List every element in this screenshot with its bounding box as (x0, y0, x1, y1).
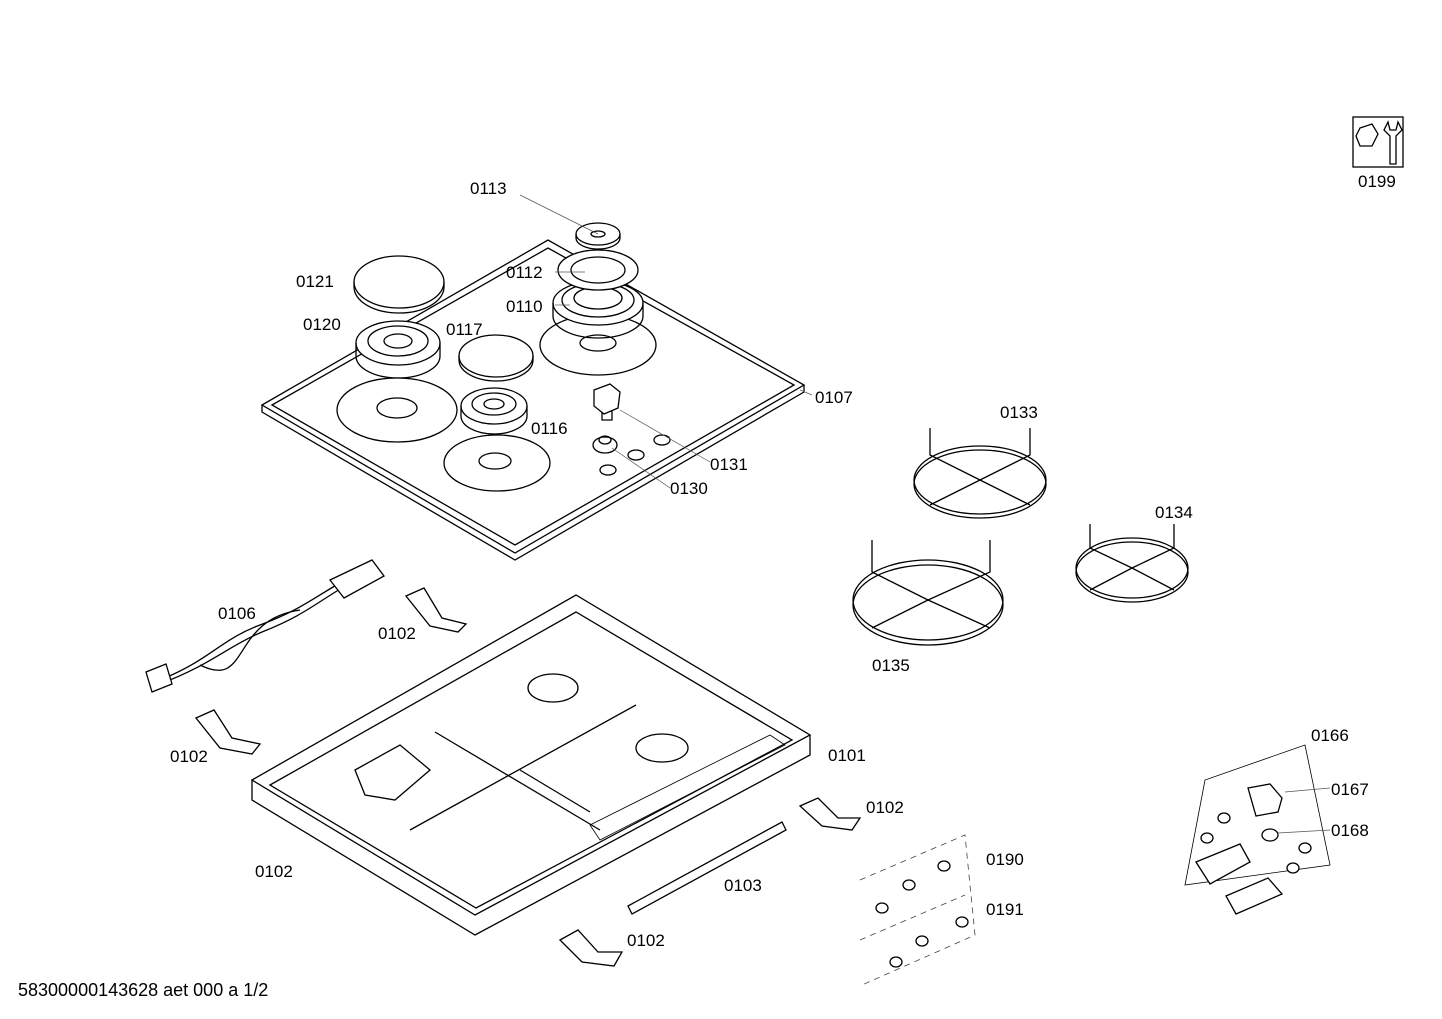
label-0112: 0112 (506, 263, 543, 282)
burner-base-plate-left (336, 377, 458, 443)
label-0117: 0117 (446, 320, 483, 339)
burner-0116 (460, 387, 528, 435)
label-0102-right: 0102 (866, 798, 904, 817)
label-0106: 0106 (218, 604, 256, 623)
label-0166: 0166 (1311, 726, 1349, 745)
knob-spindles (592, 434, 671, 476)
power-cable (145, 559, 385, 693)
label-0134: 0134 (1155, 503, 1193, 522)
label-0113: 0113 (470, 179, 507, 198)
pan-support-0134 (1075, 524, 1189, 603)
burner-cap-0117 (458, 334, 534, 382)
label-0101: 0101 (828, 746, 866, 765)
label-0131: 0131 (710, 455, 748, 474)
bottom-tray (250, 594, 812, 936)
document-id-footer: 58300000143628 aet 000 a 1/2 (18, 980, 269, 1000)
label-0168: 0168 (1331, 821, 1369, 840)
control-knob (593, 383, 621, 421)
label-0190: 0190 (986, 850, 1024, 869)
gas-connection-set (1184, 744, 1331, 915)
trim-strip (627, 821, 787, 915)
label-0130: 0130 (670, 479, 708, 498)
clamp-0102-bottom (558, 929, 624, 967)
part-labels: 0199 0113 0112 0110 0121 0120 0117 0107 … (170, 172, 1396, 950)
label-0120: 0120 (303, 315, 341, 334)
label-0133: 0133 (1000, 403, 1038, 422)
burner-base-plate-middle (443, 434, 551, 492)
leader-lines (519, 194, 1331, 834)
screw-group (859, 834, 976, 986)
label-0116: 0116 (531, 419, 568, 438)
label-0121: 0121 (296, 272, 334, 291)
label-0199: 0199 (1358, 172, 1396, 191)
label-0107: 0107 (815, 388, 853, 407)
label-0102-bottom: 0102 (627, 931, 665, 950)
pan-support-0133 (913, 428, 1047, 519)
label-0135: 0135 (872, 656, 910, 675)
tool-icon (1352, 116, 1404, 168)
label-0102-top: 0102 (378, 624, 416, 643)
clamp-0102-top (404, 587, 468, 633)
hob-top-plate (260, 239, 806, 561)
label-0191: 0191 (986, 900, 1024, 919)
label-0102-lower: 0102 (255, 862, 293, 881)
label-0102-left: 0102 (170, 747, 208, 766)
clamp-0102-left (194, 709, 262, 755)
clamp-0102-right (798, 797, 862, 831)
pan-support-0135 (852, 540, 1004, 646)
label-0110: 0110 (506, 297, 543, 316)
burner-0120 (355, 320, 441, 379)
label-0103: 0103 (724, 876, 762, 895)
burner-cap-0121 (353, 255, 445, 314)
label-0167: 0167 (1331, 780, 1369, 799)
